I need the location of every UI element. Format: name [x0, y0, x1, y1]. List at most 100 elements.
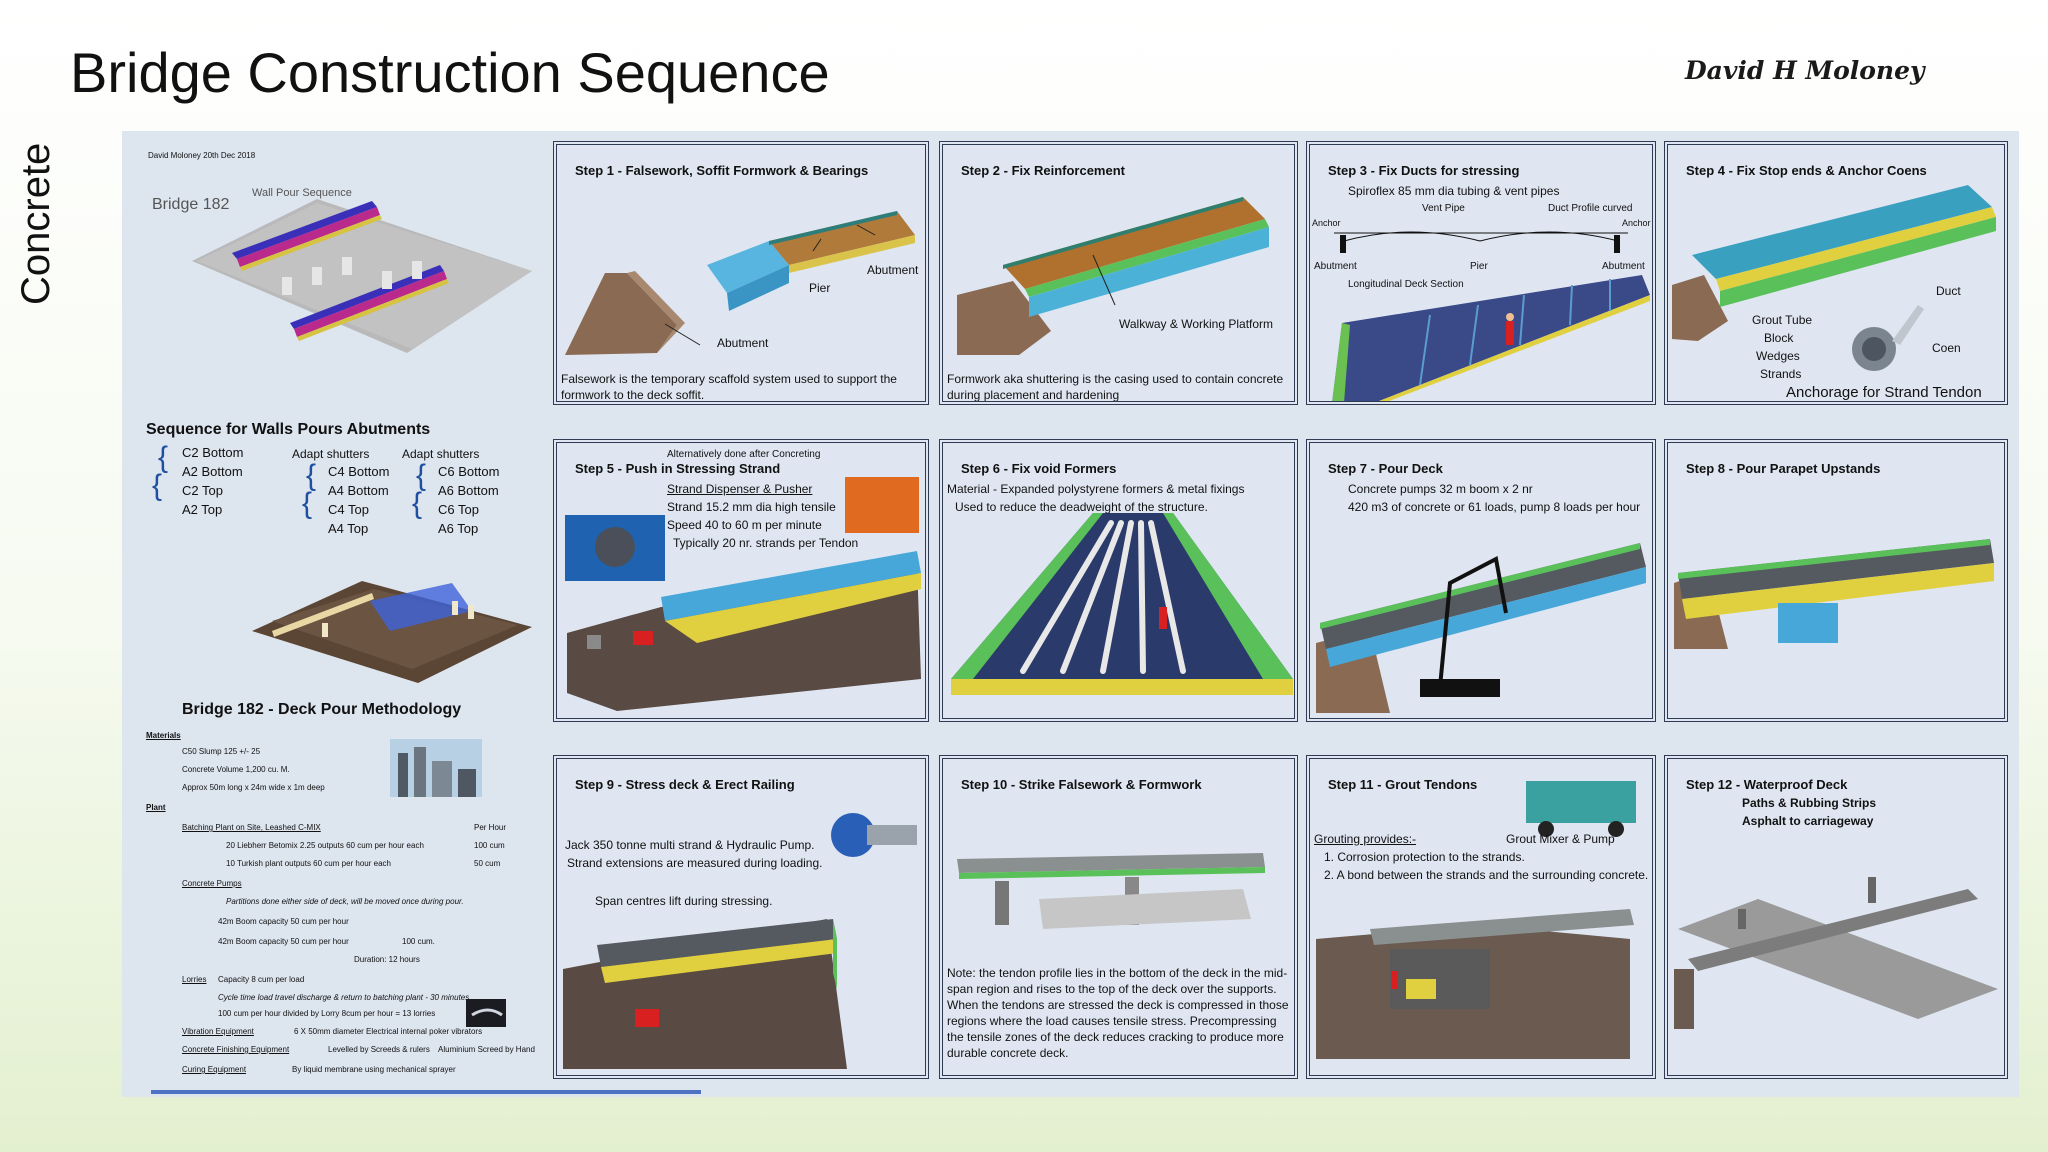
- step-3-label-vent: Vent Pipe: [1422, 203, 1465, 214]
- finish-text: Aluminium Screed by Hand: [438, 1045, 535, 1054]
- lorries-note: Cycle time load travel discharge & retur…: [218, 993, 470, 1002]
- step-11-line: 1. Corrosion protection to the strands.: [1324, 850, 1525, 864]
- step-12-line: Asphalt to carriageway: [1742, 814, 1874, 828]
- step-1-label-abutment: Abutment: [867, 263, 919, 277]
- step-12-title: Step 12 - Waterproof Deck: [1686, 777, 1848, 792]
- materials-head: Materials: [146, 731, 181, 740]
- step-panel-8: Step 8 - Pour Parapet Upstands: [1664, 439, 2008, 722]
- step-2-illustration: [957, 197, 1269, 355]
- vibrator-photo: [466, 999, 506, 1027]
- step-4-label-grout: Grout Tube: [1752, 313, 1813, 327]
- step-3-line: Spiroflex 85 mm dia tubing & vent pipes: [1348, 184, 1560, 198]
- step-4-caption: Anchorage for Strand Tendon: [1786, 384, 1982, 401]
- step-9-title: Step 9 - Stress deck & Erect Railing: [575, 777, 795, 792]
- curing-text: By liquid membrane using mechanical spra…: [292, 1065, 456, 1074]
- step-4-label-duct: Duct: [1936, 284, 1961, 298]
- plant-row-value: 50 cum: [474, 859, 501, 868]
- step-panel-4: Step 4 - Fix Stop ends & Anchor Coens Du…: [1664, 141, 2008, 405]
- lorries-head: Lorries: [182, 975, 207, 984]
- step-10-caption: Note: the tendon profile lies in the bot…: [947, 966, 1289, 1060]
- step-panel-1: Step 1 - Falsework, Soffit Formwork & Be…: [553, 141, 929, 405]
- seq-item: C2 Bottom: [182, 445, 244, 460]
- author-signature: David H Moloney: [1685, 56, 1925, 85]
- step-1-label-abutment-2: Abutment: [717, 336, 769, 350]
- step-7-title: Step 7 - Pour Deck: [1328, 461, 1443, 476]
- step-12-illustration: [1674, 877, 1998, 1029]
- step-5-line: Typically 20 nr. strands per Tendon: [673, 536, 859, 550]
- finish-text: Levelled by Screeds & rulers: [328, 1045, 430, 1054]
- brace-icon: {: [302, 487, 313, 520]
- step-11-line: Grout Mixer & Pump: [1506, 832, 1615, 846]
- step-3-title: Step 3 - Fix Ducts for stressing: [1328, 163, 1520, 178]
- seq-item: A4 Bottom: [328, 483, 389, 498]
- step-panel-3: Step 3 - Fix Ducts for stressing Spirofl…: [1306, 141, 1656, 405]
- step-4-illustration: [1672, 185, 1996, 371]
- step-4-label-block: Block: [1764, 331, 1794, 345]
- seq-item: C2 Top: [182, 483, 223, 498]
- plant-row: 10 Turkish plant outputs 60 cum per hour…: [226, 859, 391, 868]
- step-panel-12: Step 12 - Waterproof Deck Paths & Rubbin…: [1664, 755, 2008, 1079]
- brace-icon: {: [152, 469, 163, 502]
- duration: Duration: 12 hours: [354, 955, 420, 964]
- step-panel-11: Step 11 - Grout Tendons Grouting provide…: [1306, 755, 1656, 1079]
- step-1-caption: Falsework is the temporary scaffold syst…: [561, 372, 897, 402]
- tiny-author: David Moloney 20th Dec 2018: [148, 151, 256, 160]
- step-1-label-pier: Pier: [809, 281, 831, 295]
- step-3-illustration: [1332, 231, 1650, 401]
- pumps-row: 42m Boom capacity 50 cum per hour: [218, 937, 349, 946]
- step-panel-7: Step 7 - Pour Deck Concrete pumps 32 m b…: [1306, 439, 1656, 722]
- step-panel-5: Alternatively done after Concreting Step…: [553, 439, 929, 722]
- step-11-title: Step 11 - Grout Tendons: [1328, 777, 1478, 792]
- finish-head: Concrete Finishing Equipment: [182, 1045, 290, 1054]
- step-9-line: Span centres lift during stressing.: [595, 894, 773, 908]
- step-6-line: Used to reduce the deadweight of the str…: [955, 500, 1208, 514]
- step-9-illustration: [563, 813, 917, 1069]
- step-5-title: Step 5 - Push in Stressing Strand: [575, 461, 781, 476]
- wall-pour-illustration: [192, 199, 532, 353]
- pumps-note: Partitions done either side of deck, wil…: [226, 897, 464, 906]
- step-5-line: Speed 40 to 60 m per minute: [667, 518, 822, 532]
- step-5-line: Strand 15.2 mm dia high tensile: [667, 500, 836, 514]
- step-11-line: Grouting provides:-: [1314, 832, 1417, 846]
- step-7-line: 420 m3 of concrete or 61 loads, pump 8 l…: [1348, 500, 1641, 514]
- step-4-title: Step 4 - Fix Stop ends & Anchor Coens: [1686, 163, 1927, 178]
- step-2-caption: Formwork aka shuttering is the casing us…: [947, 372, 1284, 402]
- step-panel-2: Step 2 - Fix Reinforcement Walkway & Wor…: [939, 141, 1298, 405]
- step-4-label-strands: Strands: [1760, 367, 1802, 381]
- poster: David Moloney 20th Dec 2018 Bridge 182 W…: [122, 131, 2019, 1097]
- step-3-label-pier: Pier: [1470, 261, 1488, 272]
- step-6-illustration: [951, 513, 1293, 695]
- abutment-illustration: [252, 581, 532, 683]
- wall-pour-label: Wall Pour Sequence: [252, 187, 352, 199]
- step-2-title: Step 2 - Fix Reinforcement: [961, 163, 1125, 178]
- seq-item: A6 Bottom: [438, 483, 499, 498]
- step-5-line: Strand Dispenser & Pusher: [667, 482, 813, 496]
- side-label: Concrete: [14, 142, 58, 305]
- col-head: Adapt shutters: [402, 447, 480, 461]
- plant-head: Plant: [146, 803, 166, 812]
- step-2-label-walkway: Walkway & Working Platform: [1119, 317, 1274, 331]
- deck-pour-title: Bridge 182 - Deck Pour Methodology: [182, 701, 462, 718]
- seq-item: A4 Top: [328, 521, 369, 536]
- batching-plant-photo: [390, 739, 482, 797]
- step-11-line: 2. A bond between the strands and the su…: [1324, 868, 1649, 882]
- brace-icon: {: [306, 459, 317, 492]
- step-10-title: Step 10 - Strike Falsework & Formwork: [961, 777, 1202, 792]
- col-head: Adapt shutters: [292, 447, 370, 461]
- step-7-illustration: [1316, 543, 1646, 713]
- step-10-illustration: [957, 853, 1265, 929]
- step-9-line: Strand extensions are measured during lo…: [567, 856, 823, 870]
- step-3-label-section: Longitudinal Deck Section: [1348, 279, 1464, 290]
- step-4-label-wedges: Wedges: [1756, 349, 1800, 363]
- step-4-label-coen: Coen: [1932, 341, 1961, 355]
- seq-item: A6 Top: [438, 521, 479, 536]
- seq-item: A2 Bottom: [182, 464, 243, 479]
- seq-item: C6 Top: [438, 502, 479, 517]
- curing-head: Curing Equipment: [182, 1065, 247, 1074]
- step-6-line: Material - Expanded polystyrene formers …: [947, 482, 1245, 496]
- materials-line: Approx 50m long x 24m wide x 1m deep: [182, 783, 325, 792]
- step-panel-6: Step 6 - Fix void Formers Material - Exp…: [939, 439, 1298, 722]
- step-3-label-abutment-2: Abutment: [1602, 261, 1645, 272]
- seq-item: C4 Top: [328, 502, 369, 517]
- step-5-illustration: [565, 477, 921, 711]
